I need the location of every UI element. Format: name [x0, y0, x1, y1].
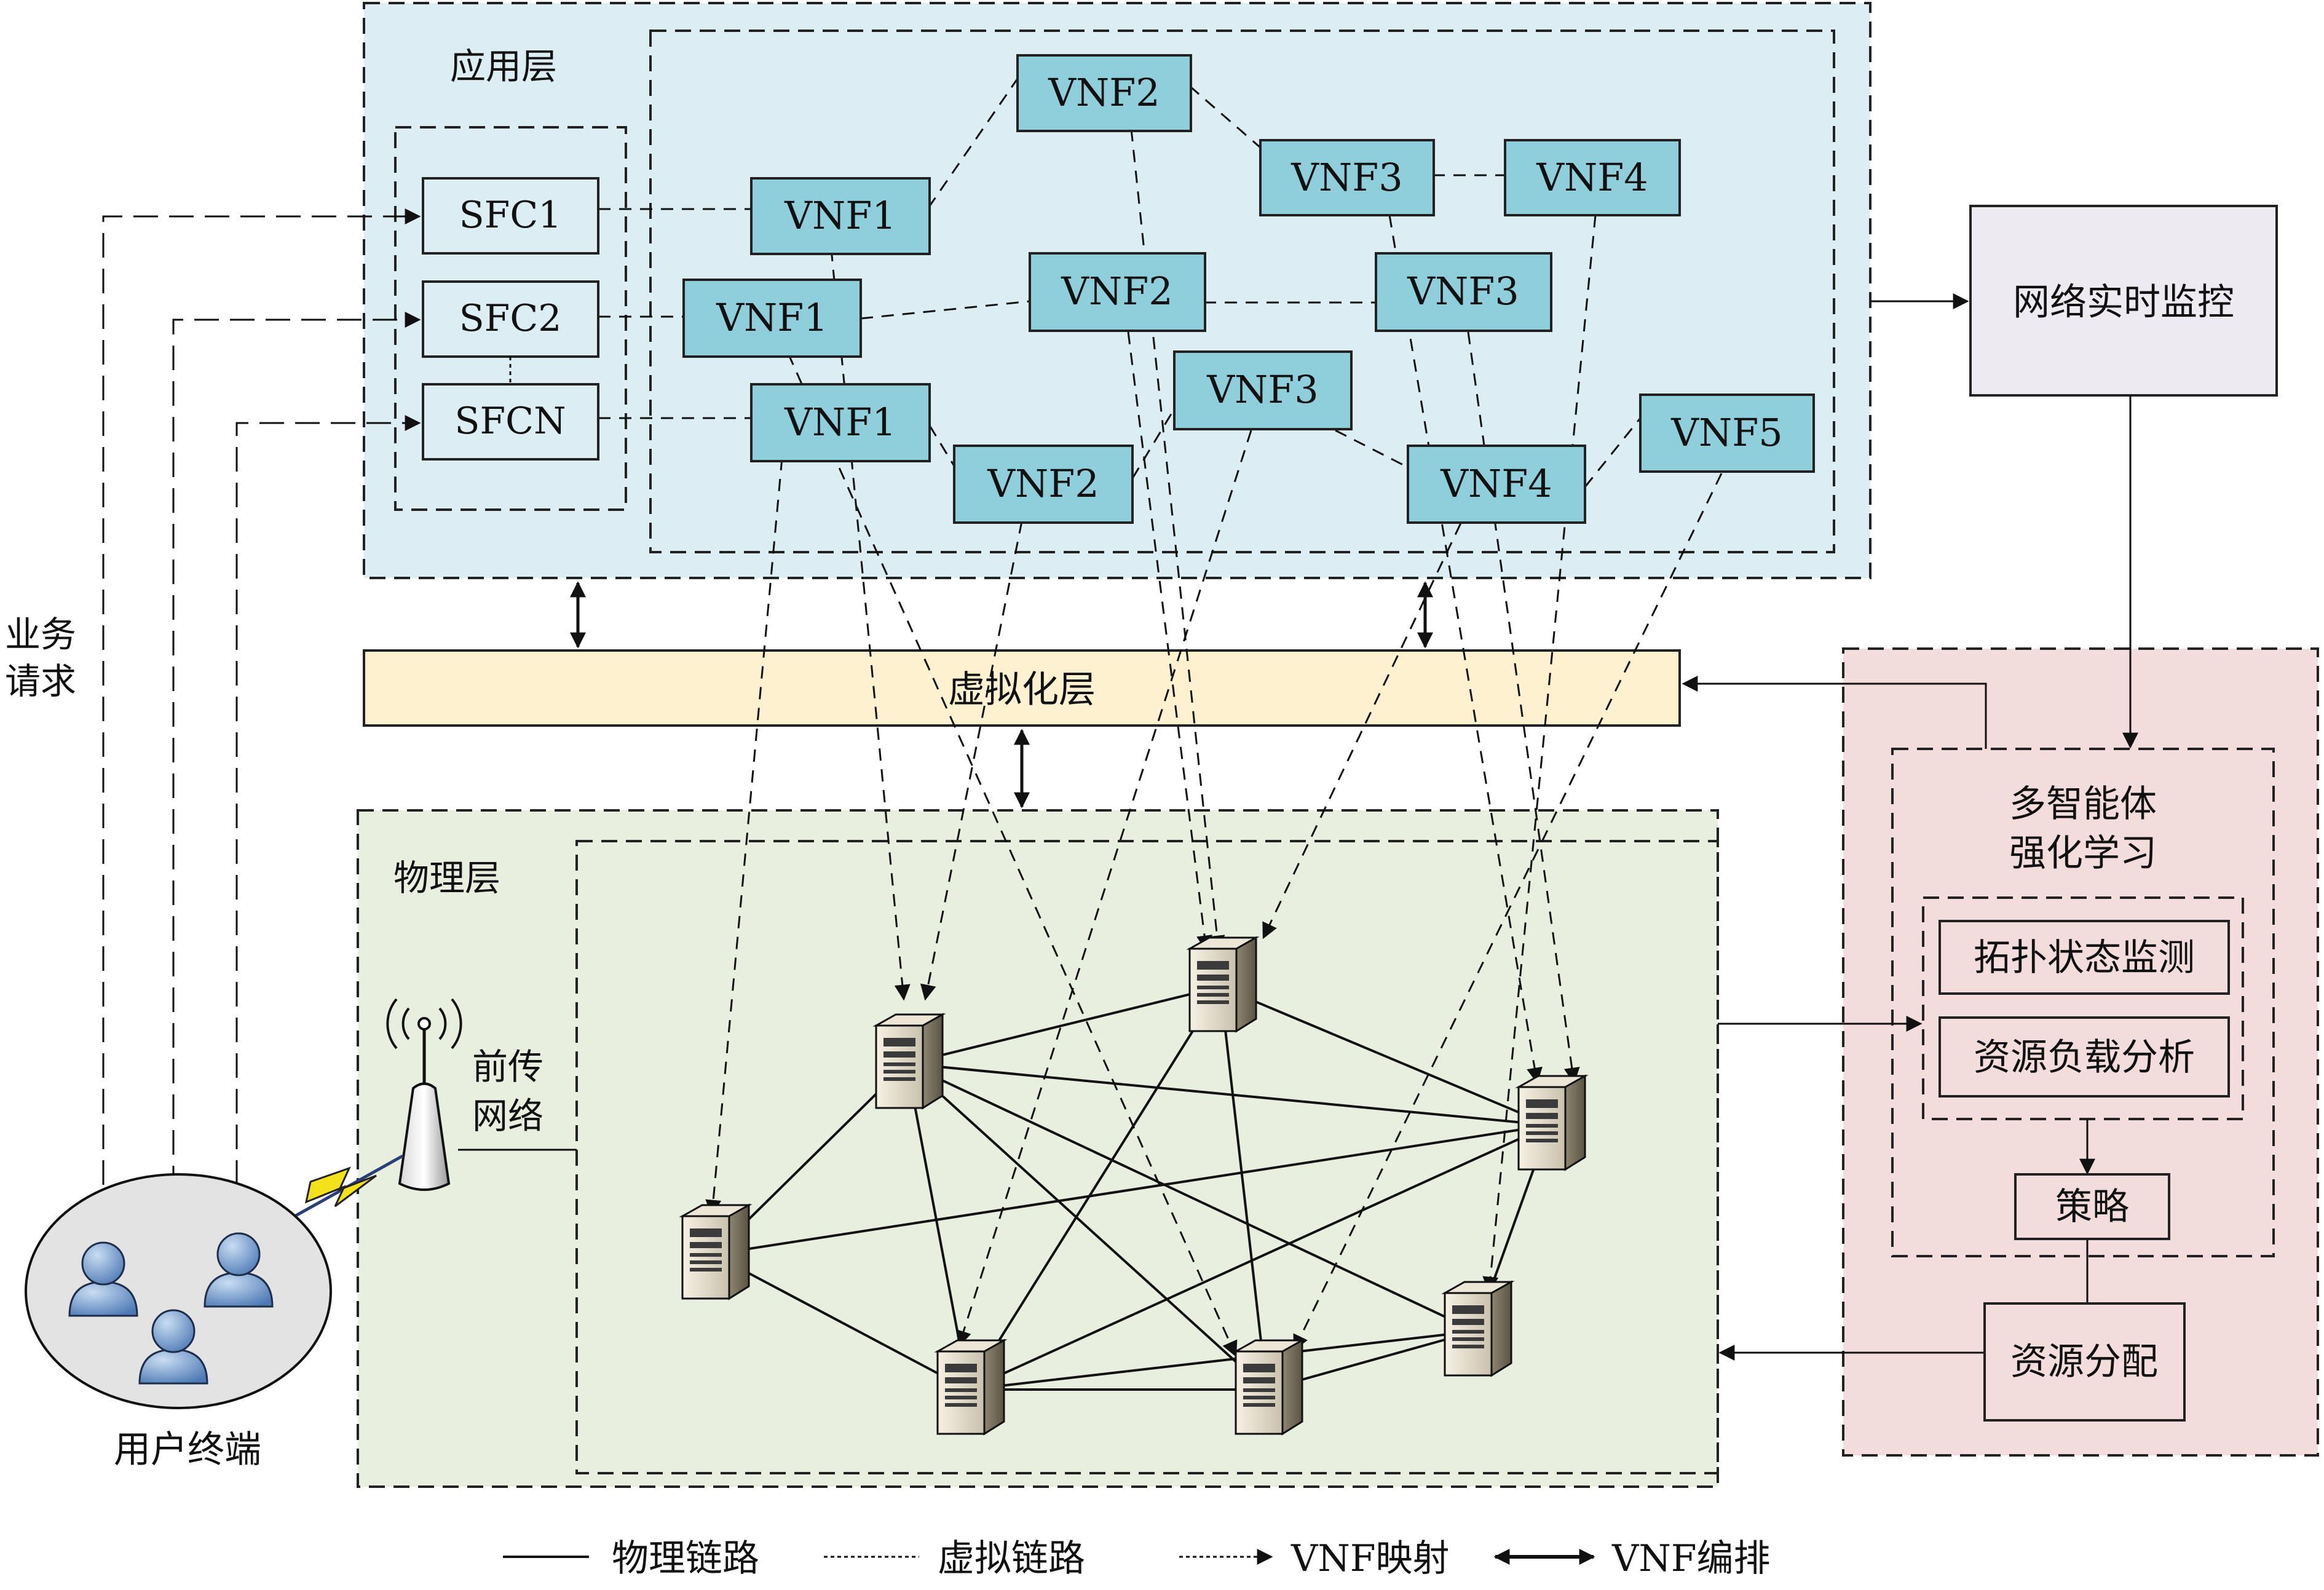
service-request-label-1: 业务	[5, 614, 76, 655]
vnf-node[interactable]: VNF5	[1639, 394, 1815, 473]
server-icon[interactable]	[872, 1013, 946, 1110]
vnf-label: VNF2	[1061, 269, 1173, 314]
strategy-box[interactable]: 策略	[2014, 1173, 2170, 1240]
strategy-label: 策略	[2055, 1185, 2129, 1228]
marl-label-2: 强化学习	[2009, 832, 2157, 875]
resource-allocation-box[interactable]: 资源分配	[1983, 1302, 2186, 1422]
lightning-icon	[280, 1154, 404, 1225]
topology-monitor-box[interactable]: 拓扑状态监测	[1939, 920, 2230, 995]
vnf-node[interactable]: VNF3	[1259, 139, 1435, 216]
sfc-box[interactable]: SFC1	[422, 177, 599, 255]
service-request-lines	[102, 208, 421, 1297]
vnf-node[interactable]: VNF4	[1504, 139, 1681, 216]
vnf-label: VNF4	[1536, 155, 1648, 200]
topology-monitor-label: 拓扑状态监测	[1974, 936, 2195, 979]
orchestration-arrows	[570, 581, 1433, 809]
vnf-label: VNF4	[1440, 461, 1552, 506]
vnf-label: VNF1	[784, 193, 896, 238]
vnf-node[interactable]: VNF1	[750, 383, 931, 462]
virtualization-layer: 虚拟化层	[363, 649, 1681, 727]
resource-analysis-box[interactable]: 资源负载分析	[1939, 1016, 2230, 1098]
legend-vnf-orchestration: VNF编排	[1611, 1537, 1770, 1580]
vnf-label: VNF3	[1206, 367, 1319, 412]
vnf-label: VNF2	[1048, 70, 1160, 115]
legend-physical-link: 物理链路	[612, 1537, 759, 1580]
legend-virtual-link: 虚拟链路	[938, 1537, 1085, 1580]
user-icon[interactable]	[68, 1241, 138, 1317]
vnf-nodes: VNF2 VNF1 VNF3 VNF4 VNF1 VNF2 VNF3 VNF3	[682, 54, 1815, 524]
sfc-label: SFCN	[454, 400, 566, 443]
antenna-icon	[386, 998, 462, 1191]
user-terminal-label: 用户终端	[114, 1428, 261, 1471]
server-icon[interactable]	[1186, 936, 1260, 1033]
vnf-label: VNF3	[1290, 155, 1403, 200]
resource-allocation-label: 资源分配	[2010, 1340, 2158, 1383]
virtualization-layer-label: 虚拟化层	[948, 668, 1096, 711]
legend-vnf-mapping: VNF映射	[1290, 1537, 1449, 1580]
vnf-label: VNF5	[1670, 410, 1783, 455]
server-icon[interactable]	[1441, 1280, 1515, 1377]
physical-links	[712, 986, 1551, 1391]
vnf-label: VNF2	[987, 461, 1099, 506]
vnf-node[interactable]: VNF4	[1407, 445, 1586, 524]
sfc-label: SFC2	[459, 297, 562, 340]
vnf-label: VNF3	[1407, 269, 1519, 314]
monitor-label: 网络实时监控	[2013, 281, 2234, 324]
vnf-node[interactable]: VNF1	[750, 177, 931, 255]
marl-label-1: 多智能体	[2009, 783, 2157, 826]
sfc-list: SFC1 SFC2 SFCN	[422, 177, 599, 461]
vnf-node[interactable]: VNF3	[1173, 350, 1353, 430]
monitor-box[interactable]: 网络实时监控	[1969, 205, 2278, 397]
service-request-label-2: 请求	[5, 660, 76, 702]
vnf-node[interactable]: VNF3	[1375, 252, 1552, 332]
user-icon[interactable]	[204, 1232, 274, 1308]
virtual-links	[598, 78, 1642, 488]
vnf-node[interactable]: VNF2	[953, 445, 1134, 524]
vnf-node[interactable]: VNF2	[1029, 252, 1206, 332]
user-terminal-group: 用户终端	[25, 1173, 332, 1471]
sfc-box[interactable]: SFC2	[422, 280, 599, 358]
marl-panel	[1842, 647, 2319, 1457]
vnf-label: VNF1	[784, 400, 896, 445]
physical-servers	[679, 936, 1589, 1436]
fronthaul-label-2: 网络	[472, 1095, 543, 1137]
legend: 物理链路 虚拟链路 VNF映射 VNF编排	[503, 1537, 1770, 1580]
vnf-node[interactable]: VNF1	[682, 279, 862, 358]
vnf-label: VNF1	[716, 295, 828, 340]
server-icon[interactable]	[934, 1339, 1008, 1436]
base-station: 前传 网络	[280, 998, 577, 1225]
resource-analysis-label: 资源负载分析	[1974, 1036, 2195, 1079]
vnf-node[interactable]: VNF2	[1016, 54, 1192, 132]
sfc-box[interactable]: SFCN	[422, 383, 599, 461]
fronthaul-label-1: 前传	[472, 1046, 543, 1088]
server-icon[interactable]	[1232, 1339, 1306, 1436]
application-layer-label: 应用层	[450, 45, 557, 87]
physical-layer-label: 物理层	[393, 857, 500, 899]
server-icon[interactable]	[1515, 1074, 1589, 1171]
control-arrows	[1682, 293, 2138, 1361]
server-icon[interactable]	[679, 1203, 753, 1300]
sfc-label: SFC1	[459, 194, 562, 237]
user-icon[interactable]	[138, 1309, 208, 1385]
